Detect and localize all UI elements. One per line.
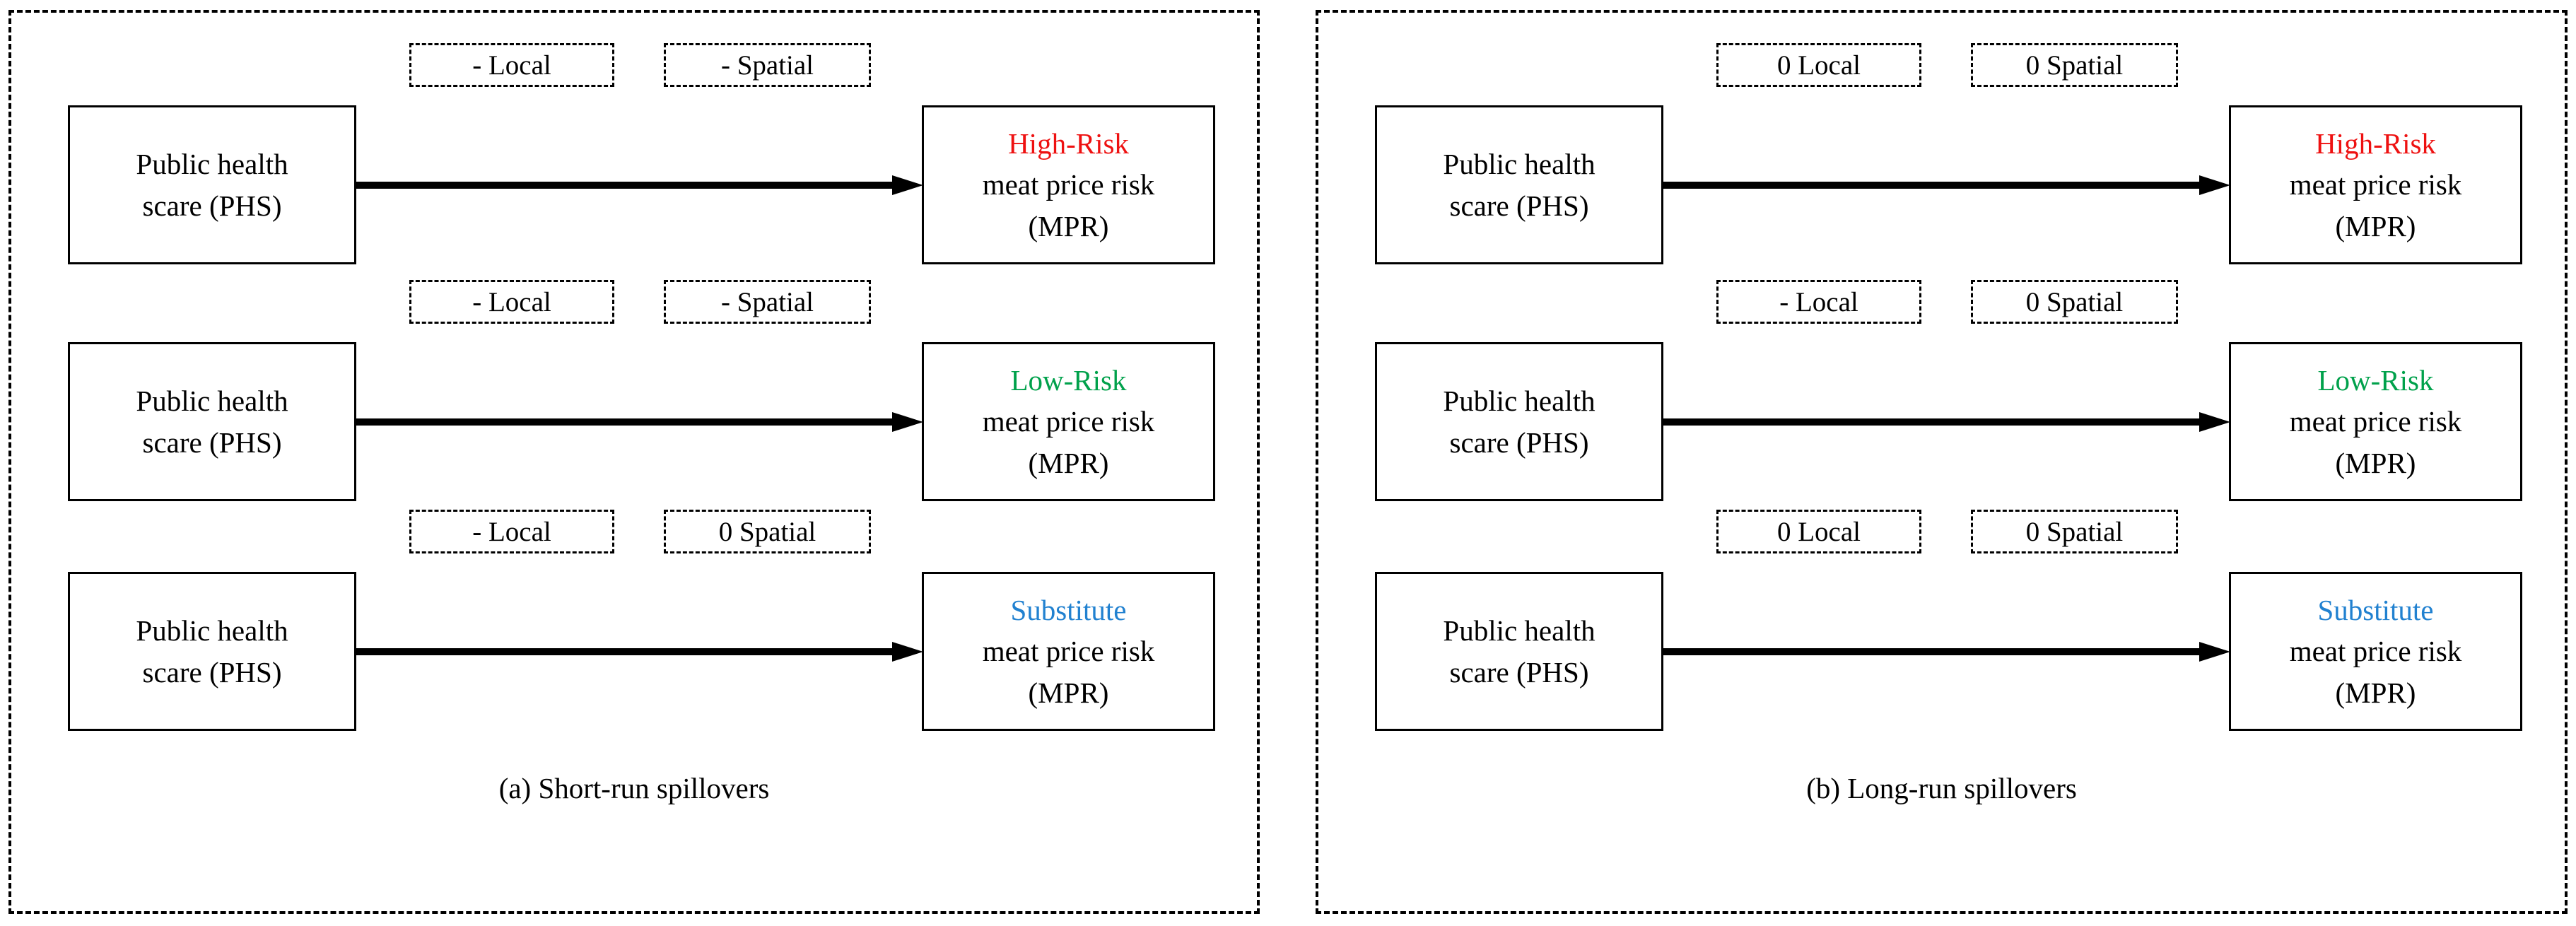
target-kind-label: Low-Risk bbox=[1010, 364, 1127, 397]
target-kind-label: High-Risk bbox=[2315, 127, 2436, 160]
target-line-3: (MPR) bbox=[2335, 676, 2416, 709]
target-line-3: (MPR) bbox=[2335, 209, 2416, 242]
source-line-2: scare (PHS) bbox=[142, 426, 282, 459]
spatial-effect-label: - Spatial bbox=[664, 280, 871, 324]
panel-b-row-2: Public health scare (PHS) - Local 0 Spat… bbox=[1318, 280, 2565, 501]
panel-a-row-1: Public health scare (PHS) - Local - Spat… bbox=[11, 43, 1257, 264]
arrow-head bbox=[892, 642, 923, 662]
target-line-2: meat price risk bbox=[2289, 405, 2462, 438]
panel-b-row-1: Public health scare (PHS) 0 Local 0 Spat… bbox=[1318, 43, 2565, 264]
target-line-2: meat price risk bbox=[2289, 168, 2462, 201]
source-line-2: scare (PHS) bbox=[142, 189, 282, 222]
arrow-icon bbox=[1663, 642, 2230, 662]
target-box-substitute: Substitute meat price risk (MPR) bbox=[2229, 572, 2522, 731]
panel-b-row-3: Public health scare (PHS) 0 Local 0 Spat… bbox=[1318, 510, 2565, 731]
target-box-high-risk: High-Risk meat price risk (MPR) bbox=[922, 105, 1215, 264]
panel-a-row-3: Public health scare (PHS) - Local 0 Spat… bbox=[11, 510, 1257, 731]
arrow-head bbox=[892, 412, 923, 432]
target-box-low-risk: Low-Risk meat price risk (MPR) bbox=[2229, 342, 2522, 501]
source-line-2: scare (PHS) bbox=[1449, 189, 1589, 222]
arrow-head bbox=[2199, 175, 2230, 195]
target-kind-label: High-Risk bbox=[1008, 127, 1129, 160]
target-line-3: (MPR) bbox=[1028, 446, 1109, 479]
spatial-effect-label: 0 Spatial bbox=[664, 510, 871, 553]
target-kind-label: Low-Risk bbox=[2317, 364, 2434, 397]
source-line-1: Public health bbox=[136, 148, 288, 181]
local-effect-label: 0 Local bbox=[1716, 510, 1921, 553]
local-effect-label: - Local bbox=[409, 280, 614, 324]
arrow-icon bbox=[356, 642, 923, 662]
arrow-icon bbox=[356, 175, 923, 195]
local-effect-label: - Local bbox=[409, 510, 614, 553]
target-line-2: meat price risk bbox=[982, 635, 1155, 668]
source-box-phs: Public health scare (PHS) bbox=[68, 105, 356, 264]
source-box-phs: Public health scare (PHS) bbox=[1375, 105, 1663, 264]
arrow-icon bbox=[1663, 175, 2230, 195]
arrow-shaft bbox=[1663, 418, 2205, 426]
source-line-2: scare (PHS) bbox=[1449, 426, 1589, 459]
panel-caption: (b) Long-run spillovers bbox=[1806, 772, 2077, 804]
source-box-phs: Public health scare (PHS) bbox=[1375, 572, 1663, 731]
spatial-effect-label: 0 Spatial bbox=[1971, 280, 2178, 324]
target-box-substitute: Substitute meat price risk (MPR) bbox=[922, 572, 1215, 731]
spatial-effect-label: - Spatial bbox=[664, 43, 871, 87]
target-line-3: (MPR) bbox=[1028, 676, 1109, 709]
panel-long-run: Public health scare (PHS) 0 Local 0 Spat… bbox=[1316, 10, 2568, 914]
arrow-shaft bbox=[1663, 182, 2205, 189]
local-effect-label: - Local bbox=[1716, 280, 1921, 324]
target-line-2: meat price risk bbox=[982, 405, 1155, 438]
arrow-shaft bbox=[356, 182, 898, 189]
source-line-1: Public health bbox=[1443, 614, 1596, 647]
spatial-effect-label: 0 Spatial bbox=[1971, 43, 2178, 87]
arrow-head bbox=[2199, 642, 2230, 662]
target-kind-label: Substitute bbox=[1010, 594, 1127, 627]
target-box-high-risk: High-Risk meat price risk (MPR) bbox=[2229, 105, 2522, 264]
source-line-1: Public health bbox=[1443, 148, 1596, 181]
arrow-icon bbox=[356, 412, 923, 432]
target-kind-label: Substitute bbox=[2317, 594, 2434, 627]
panel-a-row-2: Public health scare (PHS) - Local - Spat… bbox=[11, 280, 1257, 501]
source-line-2: scare (PHS) bbox=[142, 655, 282, 688]
panel-caption: (a) Short-run spillovers bbox=[498, 772, 770, 804]
source-line-1: Public health bbox=[136, 614, 288, 647]
arrow-shaft bbox=[356, 418, 898, 426]
arrow-head bbox=[2199, 412, 2230, 432]
target-line-2: meat price risk bbox=[2289, 635, 2462, 668]
arrow-head bbox=[892, 175, 923, 195]
local-effect-label: - Local bbox=[409, 43, 614, 87]
target-line-3: (MPR) bbox=[2335, 446, 2416, 479]
source-box-phs: Public health scare (PHS) bbox=[1375, 342, 1663, 501]
source-box-phs: Public health scare (PHS) bbox=[68, 342, 356, 501]
panel-short-run: Public health scare (PHS) - Local - Spat… bbox=[8, 10, 1260, 914]
source-line-2: scare (PHS) bbox=[1449, 655, 1589, 688]
target-box-low-risk: Low-Risk meat price risk (MPR) bbox=[922, 342, 1215, 501]
target-line-2: meat price risk bbox=[982, 168, 1155, 201]
target-line-3: (MPR) bbox=[1028, 209, 1109, 242]
source-line-1: Public health bbox=[136, 385, 288, 418]
source-line-1: Public health bbox=[1443, 385, 1596, 418]
arrow-shaft bbox=[356, 648, 898, 655]
arrow-icon bbox=[1663, 412, 2230, 432]
source-box-phs: Public health scare (PHS) bbox=[68, 572, 356, 731]
local-effect-label: 0 Local bbox=[1716, 43, 1921, 87]
spatial-effect-label: 0 Spatial bbox=[1971, 510, 2178, 553]
arrow-shaft bbox=[1663, 648, 2205, 655]
